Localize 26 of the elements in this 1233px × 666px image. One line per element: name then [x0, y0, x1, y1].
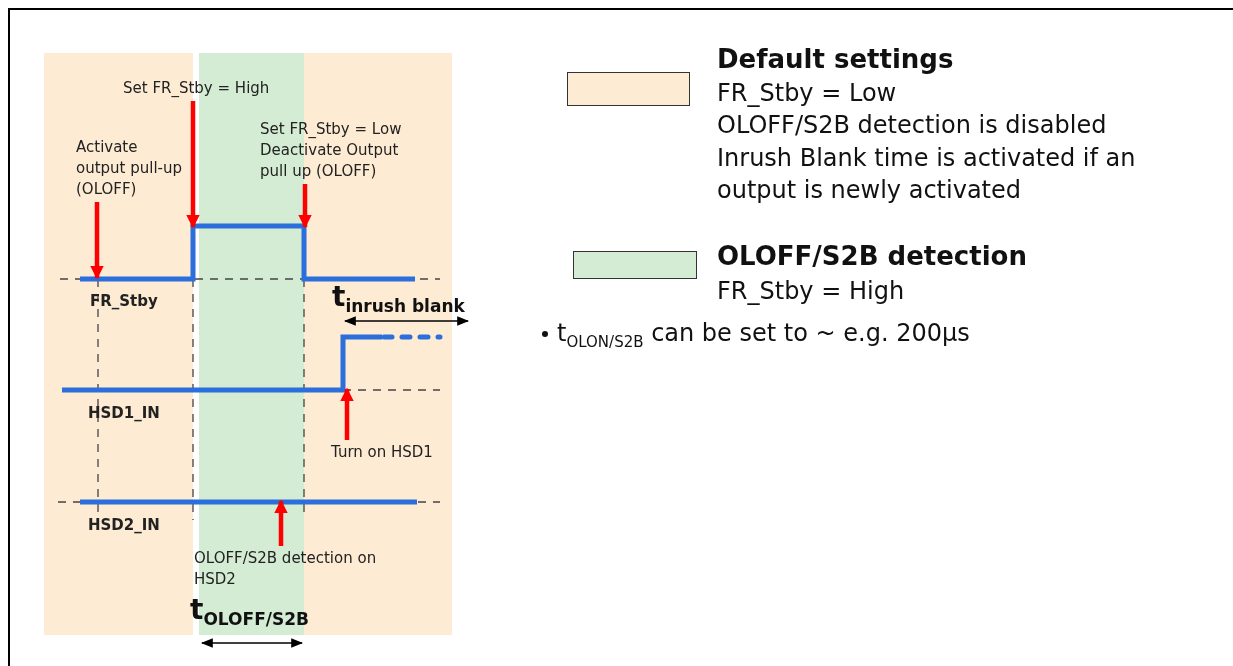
arrow: [274, 499, 288, 546]
callout-text: Deactivate Output pull up (OLOFF): [260, 140, 400, 182]
legend-text: FR_Stby = High: [717, 276, 905, 307]
time-label: t$_{OLOFF/S2B}$: [190, 597, 309, 631]
arrow: [186, 101, 200, 229]
time-label: t$_{inrush blank}$: [332, 284, 465, 318]
note-text: t$_{OLON/S2B}$ can be set to ~ e.g. 200µs: [557, 318, 970, 353]
callout-text: Set FR_Stby = Low: [260, 119, 403, 140]
hsd1-waveform: [62, 334, 443, 393]
legend-heading: Default settings: [717, 44, 954, 74]
legend-text: Inrush Blank time is activated if an output is newly activated: [717, 143, 1137, 206]
signal-name: HSD1_IN: [88, 404, 160, 422]
arrow: [340, 387, 354, 440]
legend-text: FR_Stby = Low: [717, 78, 897, 109]
arrow: [90, 202, 104, 280]
legend-text: OLOFF/S2B detection is disabled: [717, 110, 1107, 141]
signal-name: FR_Stby: [90, 292, 158, 310]
signal-name: HSD2_IN: [88, 516, 160, 534]
legend-heading: OLOFF/S2B detection: [717, 241, 1027, 271]
fr-stby-waveform: [80, 223, 415, 282]
callout-text: OLOFF/S2B detection on HSD2: [194, 548, 378, 590]
hsd2-waveform: [80, 499, 417, 505]
callout-text: Activate output pull-up (OLOFF): [76, 137, 184, 200]
callout-text: Turn on HSD1: [331, 442, 433, 463]
arrow: [298, 184, 312, 229]
callout-text: Set FR_Stby = High: [123, 78, 270, 99]
